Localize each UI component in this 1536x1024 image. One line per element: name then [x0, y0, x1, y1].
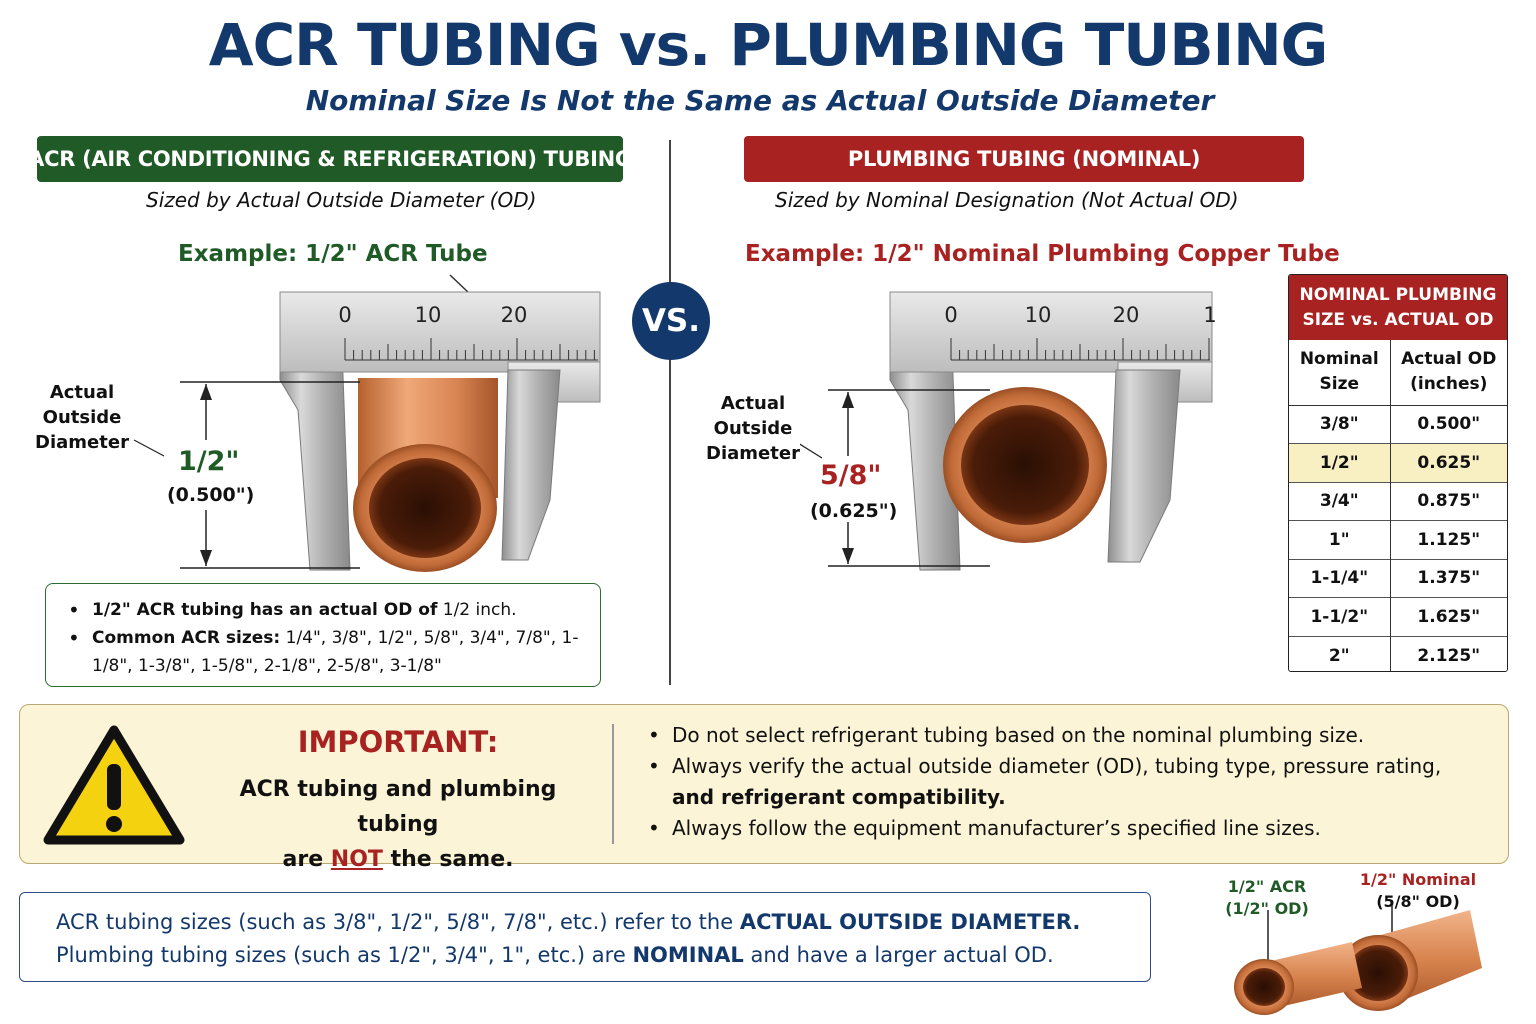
cell-actual: 0.500" [1390, 404, 1507, 444]
plumbing-size-fraction: 5/8" [820, 460, 882, 491]
acr-sized-by: Sized by Actual Outside Diameter (OD) [146, 188, 537, 212]
ruler-tick-label: 0 [338, 303, 351, 327]
cell-actual: 2.125" [1390, 635, 1507, 671]
copper-tube-bore [961, 405, 1089, 525]
important-text: ACR tubing and plumbing tubing are NOT t… [239, 777, 557, 872]
cell-nominal: 1-1/2" [1289, 597, 1391, 636]
table-row: 1/2"0.625" [1289, 443, 1507, 482]
cell-nominal: 2" [1289, 635, 1391, 671]
important-bullet: Always follow the equipment manufacturer… [648, 813, 1488, 844]
plumbing-example-title: Example: 1/2" Nominal Plumbing Copper Tu… [745, 241, 1340, 267]
ruler-tick-label: 20 [501, 303, 528, 327]
copper-tube-bore [369, 458, 481, 558]
acr-bullet: Common ACR sizes: 1/4", 3/8", 1/2", 5/8"… [66, 624, 600, 680]
table-row: 3/4"0.875" [1289, 481, 1507, 521]
ruler-tick-label: 20 [1113, 303, 1140, 327]
nominal-pipe-label: 1/2" Nominal (5/8" OD) [1359, 870, 1477, 911]
plumbing-header: PLUMBING TUBING (NOMINAL) [744, 136, 1304, 182]
example-pointer-line [449, 274, 471, 295]
table-row: 2"2.125" [1289, 635, 1507, 671]
cell-actual: 1.125" [1390, 520, 1507, 559]
ruler-ticks [950, 338, 1210, 361]
important-divider [612, 724, 614, 844]
caliper-moving-jaw [501, 369, 561, 561]
cell-actual: 1.625" [1390, 597, 1507, 636]
important-bullet: Do not select refrigerant tubing based o… [648, 720, 1488, 751]
center-divider [669, 140, 671, 685]
cell-actual: 0.875" [1390, 481, 1507, 521]
acr-header: ACR (AIR CONDITIONING & REFRIGERATION) T… [28, 136, 632, 182]
acr-bullet: 1/2" ACR tubing has an actual OD of 1/2 … [66, 596, 600, 624]
important-bullet: Always verify the actual outside diamete… [648, 751, 1488, 813]
important-list: Do not select refrigerant tubing based o… [648, 720, 1488, 844]
acr-caliper-illustration: 0 10 20 [279, 274, 601, 572]
ruler-tick-label: 10 [1025, 303, 1052, 327]
caliper-beam [889, 291, 1213, 373]
warning-icon [43, 725, 185, 845]
cell-actual: 0.625" [1390, 443, 1507, 482]
ruler-tick-label: 1 [1203, 303, 1216, 327]
plumbing-caliper-illustration: 0 10 20 1 [889, 291, 1217, 571]
vs-badge: VS. [632, 282, 710, 360]
table-row: 1-1/4"1.375" [1289, 558, 1507, 598]
cell-nominal: 1/2" [1289, 443, 1391, 482]
page-title: ACR TUBING vs. PLUMBING TUBING [208, 11, 1329, 79]
acr-size-decimal: (0.500") [167, 484, 255, 506]
cell-nominal: 1-1/4" [1289, 558, 1391, 598]
important-title: IMPORTANT: [297, 725, 499, 759]
table-row: 1"1.125" [1289, 520, 1507, 559]
ruler-tick-label: 10 [415, 303, 442, 327]
summary-note: ACR tubing sizes (such as 3/8", 1/2", 5/… [19, 892, 1151, 982]
caliper-moving-jaw [1107, 369, 1181, 563]
pipes-comparison-illustration [1234, 900, 1482, 1015]
cell-nominal: 1" [1289, 520, 1391, 559]
cell-actual: 1.375" [1390, 558, 1507, 598]
ruler-tick-label: 0 [944, 303, 957, 327]
cell-nominal: 3/8" [1289, 404, 1391, 444]
table-row: 1-1/2"1.625" [1289, 597, 1507, 636]
page-subtitle: Nominal Size Is Not the Same as Actual O… [305, 84, 1215, 117]
col-header-actual: Actual OD(inches) [1390, 340, 1507, 406]
acr-od-dimension [133, 381, 360, 569]
plumbing-od-dimension [800, 389, 990, 567]
acr-example-title: Example: 1/2" ACR Tube [178, 241, 488, 267]
table-row: 3/8"0.500" [1289, 404, 1507, 444]
cell-nominal: 3/4" [1289, 481, 1391, 521]
plumbing-size-decimal: (0.625") [810, 500, 898, 522]
ruler-ticks [344, 338, 598, 361]
plumbing-sized-by: Sized by Nominal Designation (Not Actual… [775, 188, 1239, 212]
acr-pipe-label: 1/2" ACR (1/2" OD) [1225, 877, 1309, 918]
acr-size-fraction: 1/2" [178, 446, 240, 477]
acr-info-box: 1/2" ACR tubing has an actual OD of 1/2 … [45, 583, 601, 687]
